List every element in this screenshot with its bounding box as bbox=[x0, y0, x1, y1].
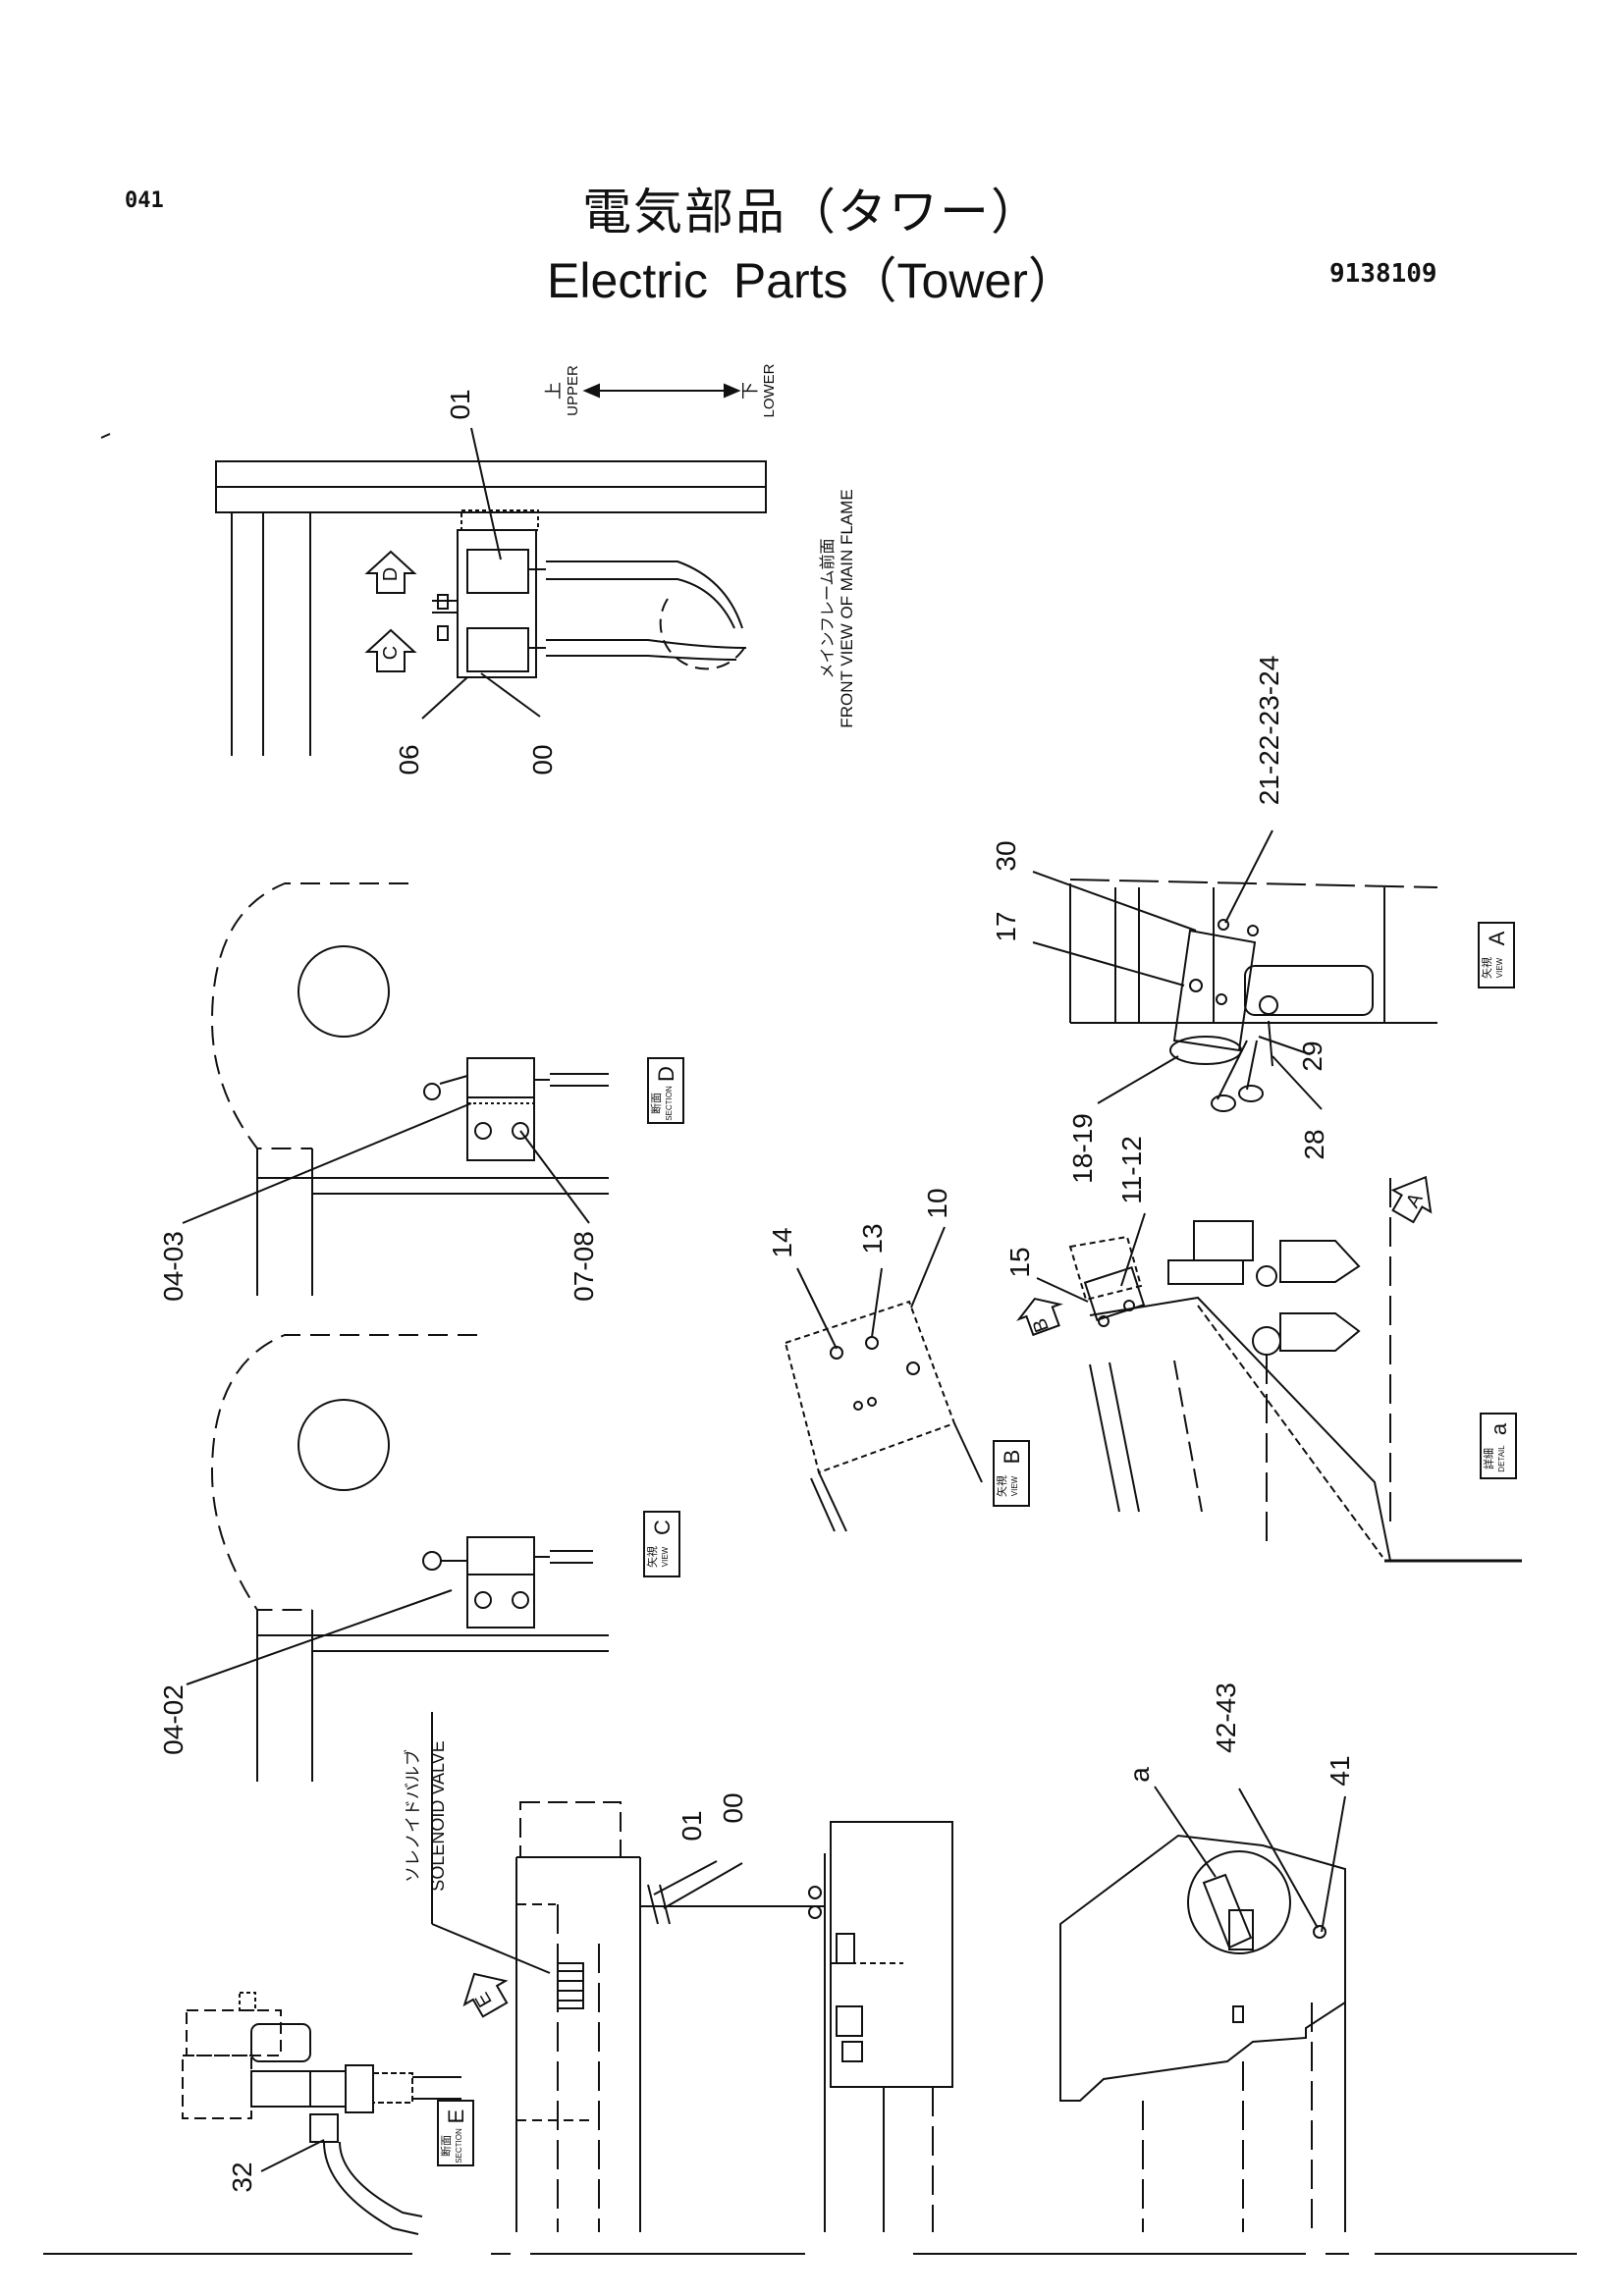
upper-label-jp: 上 bbox=[544, 382, 564, 400]
svg-text:SECTION: SECTION bbox=[455, 2128, 463, 2163]
view-a bbox=[1069, 879, 1438, 1112]
callout-13: 13 bbox=[857, 1223, 888, 1254]
svg-text:断面: 断面 bbox=[439, 2135, 453, 2157]
view-c-label: C 矢視 VIEW bbox=[643, 1511, 680, 1577]
callout-01-bottom: 01 bbox=[677, 1810, 707, 1841]
callout-07-08: 07-08 bbox=[568, 1231, 599, 1302]
callout-32: 32 bbox=[227, 2162, 257, 2192]
solenoid-valve-view bbox=[515, 1801, 953, 2232]
svg-text:B: B bbox=[1029, 1315, 1054, 1335]
svg-text:断面: 断面 bbox=[649, 1093, 663, 1114]
svg-text:E: E bbox=[471, 1989, 497, 2011]
svg-text:SECTION: SECTION bbox=[665, 1086, 674, 1121]
callout-41: 41 bbox=[1325, 1755, 1355, 1786]
callout-42-43: 42-43 bbox=[1211, 1682, 1241, 1753]
callout-21-24: 21-22-23-24 bbox=[1254, 656, 1284, 806]
callout-28: 28 bbox=[1299, 1129, 1329, 1159]
arrow-marker-e: E bbox=[462, 1972, 509, 2018]
svg-text:詳細: 詳細 bbox=[1482, 1448, 1495, 1469]
detail-a bbox=[1068, 1178, 1522, 1563]
front-view-main-frame bbox=[215, 460, 767, 756]
page-title-english: Electric Parts（Tower） bbox=[547, 253, 1077, 308]
svg-text:C: C bbox=[650, 1520, 675, 1535]
svg-text:VIEW: VIEW bbox=[1010, 1475, 1019, 1496]
arrow-marker-c: C bbox=[364, 628, 417, 672]
callout-11-12: 11-12 bbox=[1116, 1136, 1147, 1204]
svg-text:DETAIL: DETAIL bbox=[1497, 1445, 1506, 1472]
section-e-view bbox=[182, 1992, 461, 2235]
svg-text:VIEW: VIEW bbox=[661, 1546, 670, 1567]
callout-01-top: 01 bbox=[445, 389, 475, 419]
front-view-caption-jp: メインフレーム前面 bbox=[819, 538, 837, 678]
tower-detail-view bbox=[1059, 1834, 1346, 2232]
callout-04-02: 04-02 bbox=[158, 1684, 189, 1755]
svg-text:B: B bbox=[1000, 1450, 1024, 1465]
section-d-view bbox=[210, 882, 609, 1296]
callout-18-19: 18-19 bbox=[1067, 1113, 1098, 1184]
svg-text:a: a bbox=[1487, 1422, 1511, 1435]
svg-text:C: C bbox=[380, 646, 402, 660]
orientation-indicator: 上 UPPER 下 LOWER bbox=[544, 363, 778, 417]
callout-17: 17 bbox=[991, 911, 1021, 941]
front-view-caption-en: FRONT VIEW OF MAIN FLAME bbox=[838, 489, 856, 727]
upper-label-en: UPPER bbox=[565, 365, 581, 416]
svg-text:矢視: 矢視 bbox=[645, 1546, 659, 1568]
lower-label-en: LOWER bbox=[761, 363, 778, 417]
lower-label-jp: 下 bbox=[740, 382, 760, 400]
svg-text:D: D bbox=[380, 567, 402, 581]
callout-30: 30 bbox=[991, 840, 1021, 871]
svg-text:矢視: 矢視 bbox=[995, 1475, 1008, 1497]
view-c bbox=[210, 1334, 609, 1782]
detail-a-label: a 詳細 DETAIL bbox=[1480, 1413, 1517, 1479]
section-e-label: E 断面 SECTION bbox=[437, 2100, 474, 2166]
callout-00-bottom: 00 bbox=[718, 1792, 748, 1823]
stray-mark bbox=[100, 433, 111, 439]
view-b bbox=[784, 1300, 983, 1532]
callout-29: 29 bbox=[1297, 1041, 1327, 1071]
arrow-marker-d: D bbox=[364, 550, 417, 594]
svg-text:矢視: 矢視 bbox=[1480, 957, 1493, 979]
callout-15: 15 bbox=[1004, 1247, 1035, 1277]
callout-10: 10 bbox=[922, 1188, 952, 1218]
callout-00-top: 00 bbox=[527, 744, 558, 774]
callout-a: a bbox=[1124, 1767, 1155, 1783]
document-code: 9138109 bbox=[1329, 259, 1437, 289]
solenoid-caption-jp: ソレノイドバルブ bbox=[403, 1749, 422, 1883]
svg-text:A: A bbox=[1485, 931, 1509, 945]
callout-14: 14 bbox=[767, 1227, 797, 1257]
svg-text:E: E bbox=[444, 2109, 468, 2124]
section-d-label: D 断面 SECTION bbox=[647, 1057, 684, 1124]
view-a-label: A 矢視 VIEW bbox=[1478, 922, 1515, 988]
arrow-marker-b: B bbox=[1016, 1297, 1063, 1337]
arrow-marker-a: A bbox=[1390, 1175, 1433, 1224]
page-number: 041 bbox=[125, 188, 164, 213]
callout-04-03: 04-03 bbox=[158, 1231, 189, 1302]
page-title-japanese: 電気部品（タワー） bbox=[582, 184, 1042, 240]
callout-06: 06 bbox=[394, 744, 424, 774]
svg-text:VIEW: VIEW bbox=[1495, 957, 1504, 978]
svg-text:D: D bbox=[654, 1066, 678, 1082]
view-b-label: B 矢視 VIEW bbox=[993, 1440, 1030, 1507]
